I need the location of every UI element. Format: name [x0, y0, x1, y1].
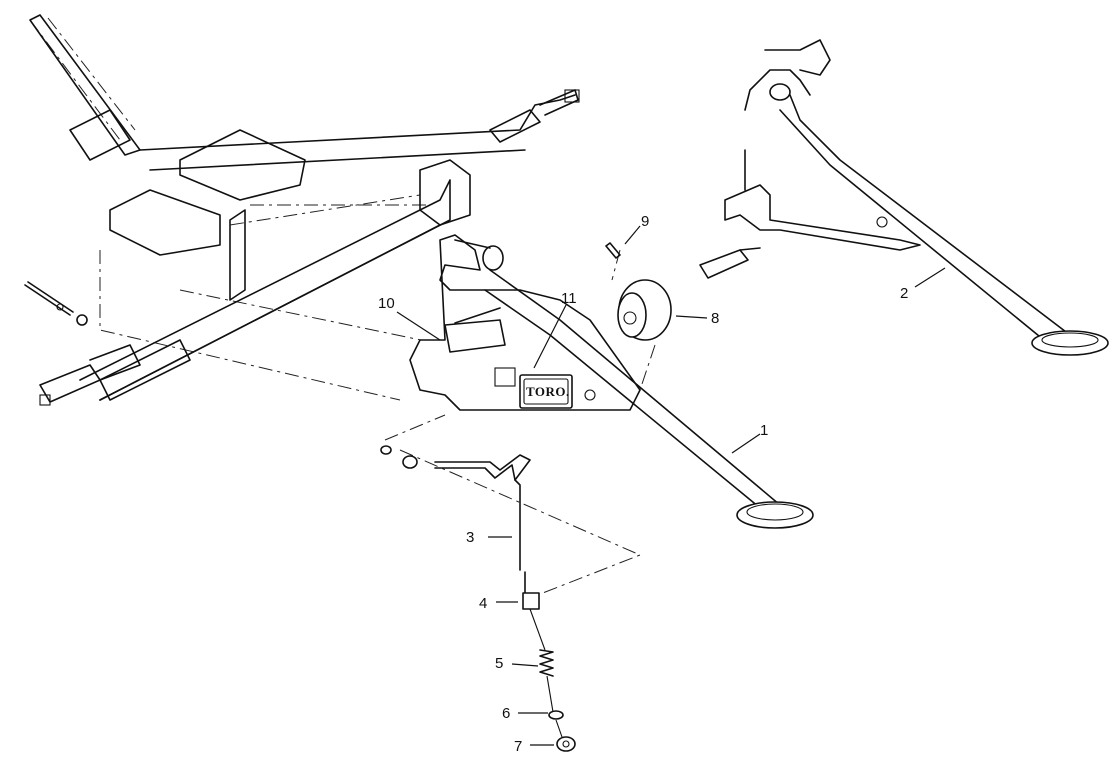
cotter-pin	[605, 242, 621, 259]
callout-11: 11	[561, 290, 577, 307]
callout-8: 8	[711, 310, 719, 327]
callout-labels: 1 2 3 4 5 6 7 8 9 10 11	[378, 213, 908, 755]
kickstand-assembly: TORO.	[409, 234, 814, 529]
callout-1: 1	[760, 422, 768, 439]
roller-wheel	[617, 279, 672, 341]
callout-6: 6	[502, 705, 510, 722]
spring-rod	[434, 454, 531, 596]
callout-10: 10	[378, 295, 395, 312]
leader-lines	[396, 225, 946, 746]
callout-9: 9	[641, 213, 649, 230]
callout-5: 5	[495, 655, 503, 672]
callout-2: 2	[900, 285, 908, 302]
assembly-centerlines	[29, 17, 656, 599]
tractor-frame	[24, 14, 580, 406]
callout-7: 7	[514, 738, 522, 755]
callout-4: 4	[479, 595, 487, 612]
compression-spring	[539, 649, 554, 713]
toro-logo: TORO.	[526, 384, 570, 399]
bushing	[522, 592, 546, 651]
axle-pin	[699, 247, 761, 279]
washer	[548, 710, 564, 738]
callout-3: 3	[466, 529, 474, 546]
bolt-and-nut	[380, 445, 418, 469]
kickstand-2	[724, 39, 1109, 356]
nut	[556, 736, 576, 752]
